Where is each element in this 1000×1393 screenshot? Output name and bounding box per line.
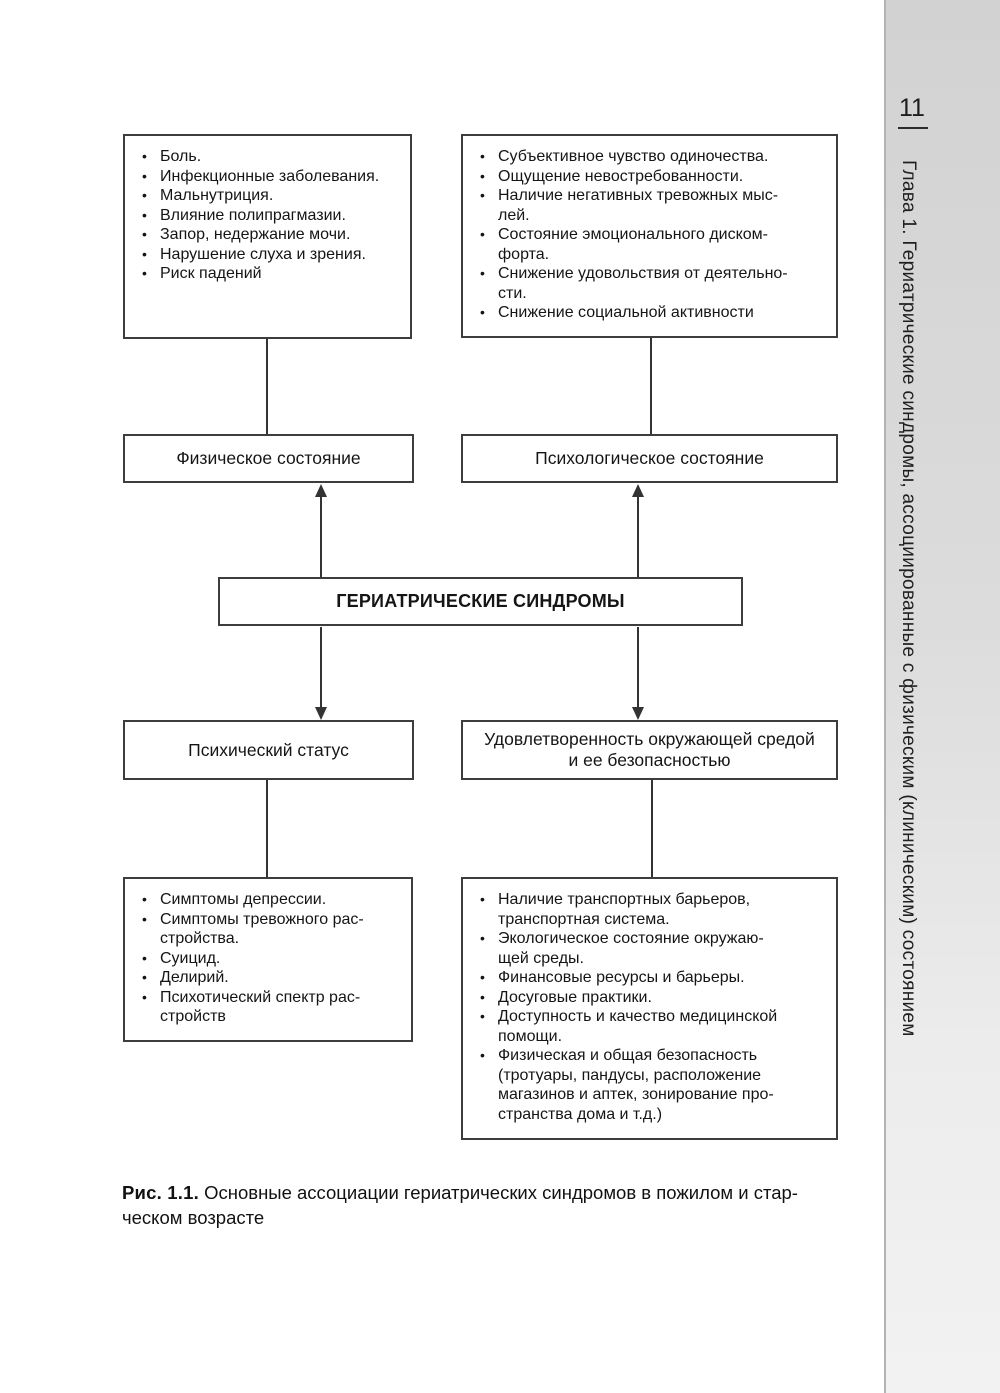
list-item: • Доступность и качество медицинской пом… xyxy=(480,1007,828,1046)
list-item-text: Симптомы тревожного рас- стройства. xyxy=(160,910,364,948)
bullet-marker: • xyxy=(480,226,485,242)
bullet-marker: • xyxy=(480,304,485,320)
figure-caption-text: Основные ассоциации гериатрических синдр… xyxy=(122,1182,798,1228)
list-item-text: Наличие транспортных барьеров, транспорт… xyxy=(498,891,751,928)
list-item-text: Делирий. xyxy=(160,969,229,986)
bullet-marker: • xyxy=(480,1008,485,1024)
arrow-up-icon xyxy=(632,484,644,497)
list-item: • Риск падений xyxy=(142,264,402,284)
connector-line xyxy=(637,627,639,709)
psychological-factors-box: • Субъективное чувство одиночества. • Ощ… xyxy=(461,134,838,338)
list-item: • Досуговые практики. xyxy=(480,988,828,1008)
list-item: • Суицид. xyxy=(142,949,403,969)
bullet-marker: • xyxy=(480,891,485,907)
list-item: • Субъективное чувство одиночества. xyxy=(480,147,828,167)
mental-status-box: Психический статус xyxy=(123,720,414,780)
bullet-marker: • xyxy=(142,949,147,966)
connector-line xyxy=(320,627,322,709)
list-item-text: Боль. xyxy=(160,148,202,165)
chapter-sidebar: 11 Глава 1. Гериатрические синдромы, асс… xyxy=(884,0,1000,1393)
bullet-marker: • xyxy=(142,167,147,184)
list-item-text: Доступность и качество медицинской помощ… xyxy=(498,1008,778,1045)
list-item: • Состояние эмоционального диском- форта… xyxy=(480,225,828,264)
bullet-marker: • xyxy=(480,969,485,985)
list-item: • Экологическое состояние окружаю- щей с… xyxy=(480,929,828,968)
bullet-marker: • xyxy=(142,891,147,907)
list-item: • Финансовые ресурсы и барьеры. xyxy=(480,968,828,988)
list-item: • Симптомы депрессии. xyxy=(142,890,403,910)
list-item-text: Физическая и общая безопасность (тротуар… xyxy=(498,1047,774,1123)
bullet-marker: • xyxy=(480,1047,485,1063)
connector-line xyxy=(650,338,652,434)
list-item-text: Снижение удовольствия от деятельно- сти. xyxy=(498,265,788,302)
list-item: • Снижение социальной активности xyxy=(480,303,828,323)
physical-state-box: Физическое состояние xyxy=(123,434,414,483)
arrow-down-icon xyxy=(315,707,327,720)
list-item-text: Симптомы депрессии. xyxy=(160,891,327,908)
bullet-marker: • xyxy=(480,148,485,164)
list-item-text: Влияние полипрагмазии. xyxy=(160,206,346,224)
list-item: • Запор, недержание мочи. xyxy=(142,225,402,245)
connector-line xyxy=(320,495,322,577)
bullet-marker: • xyxy=(480,187,485,203)
bullet-marker: • xyxy=(142,910,147,927)
bullet-marker: • xyxy=(142,226,147,242)
bullet-marker: • xyxy=(480,167,485,184)
list-item-text: Состояние эмоционального диском- форта. xyxy=(498,226,768,263)
bullet-marker: • xyxy=(142,148,147,164)
list-item: • Инфекционные заболевания. xyxy=(142,167,402,187)
bullet-marker: • xyxy=(142,265,147,281)
list-item-text: Субъективное чувство одиночества. xyxy=(498,148,769,165)
bullet-marker: • xyxy=(142,187,147,203)
list-item-text: Нарушение слуха и зрения. xyxy=(160,245,366,263)
connector-line xyxy=(637,495,639,577)
psychological-state-box: Психологическое состояние xyxy=(461,434,838,483)
bullet-marker: • xyxy=(142,969,147,985)
list-item-text: Запор, недержание мочи. xyxy=(160,226,351,243)
list-item-text: Суицид. xyxy=(160,949,221,967)
mental-factors-box: • Симптомы депрессии. • Симптомы тревожн… xyxy=(123,877,413,1042)
list-item: • Симптомы тревожного рас- стройства. xyxy=(142,910,403,949)
list-item: • Делирий. xyxy=(142,968,403,988)
bullet-marker: • xyxy=(480,265,485,281)
bullet-marker: • xyxy=(142,206,147,223)
arrow-up-icon xyxy=(315,484,327,497)
bullet-marker: • xyxy=(480,930,485,946)
list-item: • Снижение удовольствия от деятельно- ст… xyxy=(480,264,828,303)
list-item: • Мальнутриция. xyxy=(142,186,402,206)
list-item-text: Снижение социальной активности xyxy=(498,304,754,321)
list-item: • Ощущение невостребованности. xyxy=(480,167,828,187)
bullet-marker: • xyxy=(480,988,485,1005)
list-item-text: Риск падений xyxy=(160,265,262,282)
list-item-text: Финансовые ресурсы и барьеры. xyxy=(498,969,745,986)
arrow-down-icon xyxy=(632,707,644,720)
environment-satisfaction-box: Удовлетворенность окружающей средой и ее… xyxy=(461,720,838,780)
list-item: • Боль. xyxy=(142,147,402,167)
connector-line xyxy=(266,780,268,877)
list-item: • Нарушение слуха и зрения. xyxy=(142,245,402,265)
bullet-marker: • xyxy=(142,988,147,1005)
list-item: • Влияние полипрагмазии. xyxy=(142,206,402,226)
connector-line xyxy=(651,780,653,877)
geriatric-syndromes-box: ГЕРИАТРИЧЕСКИЕ СИНДРОМЫ xyxy=(218,577,743,626)
physical-factors-box: • Боль. • Инфекционные заболевания. • Ма… xyxy=(123,134,412,339)
connector-line xyxy=(266,339,268,434)
figure-caption-label: Рис. 1.1. xyxy=(122,1182,199,1203)
list-item-text: Ощущение невостребованности. xyxy=(498,167,744,185)
list-item: • Наличие транспортных барьеров, транспо… xyxy=(480,890,828,929)
list-item-text: Психотический спектр рас- стройств xyxy=(160,988,361,1026)
list-item: • Физическая и общая безопасность (троту… xyxy=(480,1046,828,1124)
page-number: 11 xyxy=(898,94,928,129)
list-item: • Наличие негативных тревожных мыс- лей. xyxy=(480,186,828,225)
list-item: • Психотический спектр рас- стройств xyxy=(142,988,403,1027)
list-item-text: Мальнутриция. xyxy=(160,187,274,204)
bullet-marker: • xyxy=(142,245,147,262)
list-item-text: Наличие негативных тревожных мыс- лей. xyxy=(498,187,779,224)
list-item-text: Досуговые практики. xyxy=(498,988,652,1006)
list-item-text: Экологическое состояние окружаю- щей сре… xyxy=(498,930,764,967)
figure-caption: Рис. 1.1. Основные ассоциации гериатриче… xyxy=(122,1180,882,1230)
chapter-header-vertical: Глава 1. Гериатрические синдромы, ассоци… xyxy=(898,160,919,1037)
environment-factors-box: • Наличие транспортных барьеров, транспо… xyxy=(461,877,838,1140)
list-item-text: Инфекционные заболевания. xyxy=(160,167,380,185)
